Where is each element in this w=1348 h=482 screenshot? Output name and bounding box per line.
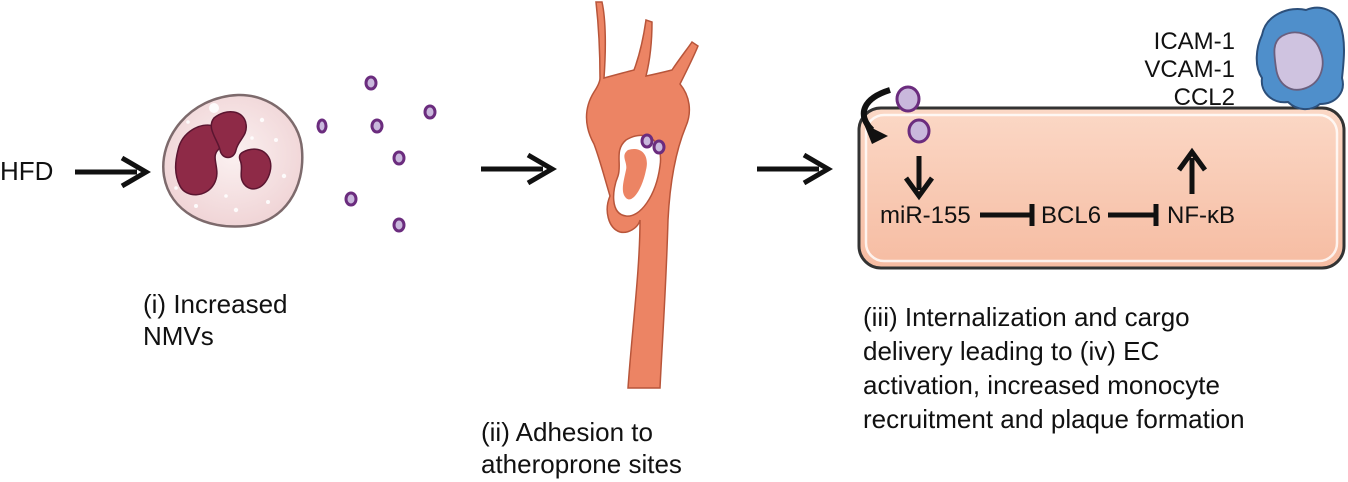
microvesicles bbox=[316, 75, 437, 233]
nucleus bbox=[174, 111, 272, 196]
marker-icam1: ICAM-1 bbox=[1153, 28, 1235, 55]
step-3-caption-line-1: (iii) Internalization and cargo bbox=[863, 302, 1190, 332]
arrow-up-icon bbox=[1176, 147, 1208, 194]
step-2-caption-line-1: (ii) Adhesion to bbox=[481, 417, 653, 447]
inhibit-icon bbox=[980, 204, 1035, 226]
mir155-label: miR-155 bbox=[880, 202, 971, 229]
step-1-caption-line-1: (i) Increased bbox=[143, 289, 288, 319]
adhered-vesicles bbox=[640, 133, 666, 155]
step-3-caption-line-2: delivery leading to (iv) EC bbox=[863, 336, 1160, 366]
arrow-right-icon bbox=[481, 152, 557, 186]
step-2-caption-line-2: atheroprone sites bbox=[481, 449, 682, 479]
internalized-vesicles bbox=[895, 85, 931, 144]
endothelial-cell bbox=[857, 106, 1346, 270]
arrow-right-icon bbox=[75, 155, 151, 189]
neutrophil-cell bbox=[162, 93, 304, 228]
step-3-caption-line-4: recruitment and plaque formation bbox=[863, 404, 1245, 434]
marker-ccl2: CCL2 bbox=[1173, 84, 1235, 111]
step-1-caption-line-2: NMVs bbox=[143, 321, 214, 351]
step-3-caption-line-3: activation, increased monocyte bbox=[863, 370, 1220, 400]
curved-arrow-icon bbox=[860, 87, 891, 144]
arrow-right-icon bbox=[757, 152, 833, 186]
inhibit-icon bbox=[1108, 204, 1159, 226]
arrow-down-icon bbox=[903, 156, 935, 201]
nfkb-label: NF-κB bbox=[1167, 202, 1235, 229]
marker-vcam1: VCAM-1 bbox=[1144, 56, 1235, 83]
bcl6-label: BCL6 bbox=[1041, 202, 1102, 229]
monocyte-cell bbox=[1255, 6, 1345, 110]
aorta bbox=[585, 1, 699, 389]
input-label: HFD bbox=[0, 156, 54, 186]
